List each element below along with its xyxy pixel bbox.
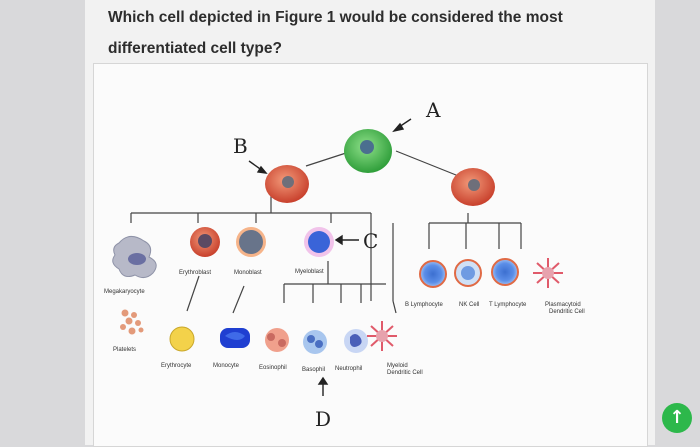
label-plasmacytoid: Plasmacytoid [545, 302, 581, 308]
label-myeloid-dendritic: Dendritic Cell [387, 370, 423, 376]
figure-1-image: A B C D Erythroblast Monoblast Myeloblas… [93, 63, 648, 447]
marker-arrows [248, 118, 412, 396]
lineage-lines [130, 150, 522, 314]
common-myeloid-progenitor [265, 165, 309, 203]
nk-cell [454, 259, 482, 287]
myeloblast-cell [304, 227, 334, 257]
neutrophil-cell [344, 329, 368, 353]
label-myeloid: Myeloid [387, 363, 408, 369]
label-plasmacytoid-dendritic: Dendritic Cell [549, 309, 585, 315]
question-line-1: Which cell depicted in Figure 1 would be… [108, 9, 563, 26]
label-basophil: Basophil [302, 367, 325, 373]
question-text: Which cell depicted in Figure 1 would be… [108, 2, 578, 64]
marker-d: D [315, 407, 331, 431]
question-line-2: differentiated cell type? [108, 40, 282, 57]
label-monocyte: Monocyte [213, 363, 240, 369]
b-lymphocyte-cell [419, 260, 447, 288]
basophil-cell [303, 330, 327, 354]
label-megakaryocyte: Megakaryocyte [104, 289, 145, 295]
marker-c: C [363, 229, 378, 253]
erythrocyte-cell [169, 326, 195, 352]
label-monoblast: Monoblast [234, 270, 262, 276]
label-t-lymphocyte: T Lymphocyte [489, 302, 527, 308]
label-eosinophil: Eosinophil [259, 365, 287, 371]
marker-a: A [425, 98, 441, 122]
label-nk-cell: NK Cell [459, 302, 479, 308]
label-erythrocyte: Erythrocyte [161, 363, 192, 369]
hematopoietic-stem-cell [344, 129, 392, 173]
arrow-up-icon: ↑ [669, 407, 685, 428]
eosinophil-cell [265, 328, 289, 352]
label-erythroblast: Erythroblast [179, 270, 211, 276]
scroll-to-top-button[interactable]: ↑ [662, 403, 692, 433]
label-myeloblast: Myeloblast [295, 269, 324, 275]
erythroblast-cell [190, 227, 220, 257]
marker-b: B [233, 134, 248, 158]
label-platelets: Platelets [113, 347, 136, 353]
plasmacytoid-dendritic-cell [533, 258, 563, 288]
monoblast-cell [236, 227, 266, 257]
common-lymphoid-progenitor [451, 168, 495, 206]
hematopoiesis-diagram: A B C D Erythroblast Monoblast Myeloblas… [104, 98, 585, 431]
myeloid-dendritic-cell [367, 321, 397, 351]
megakaryocyte-cell [112, 236, 157, 279]
monocyte-cell [220, 328, 250, 348]
label-neutrophil: Neutrophil [335, 366, 362, 372]
platelets [120, 309, 144, 335]
label-b-lymphocyte: B Lymphocyte [405, 302, 443, 308]
t-lymphocyte-cell [491, 258, 519, 286]
